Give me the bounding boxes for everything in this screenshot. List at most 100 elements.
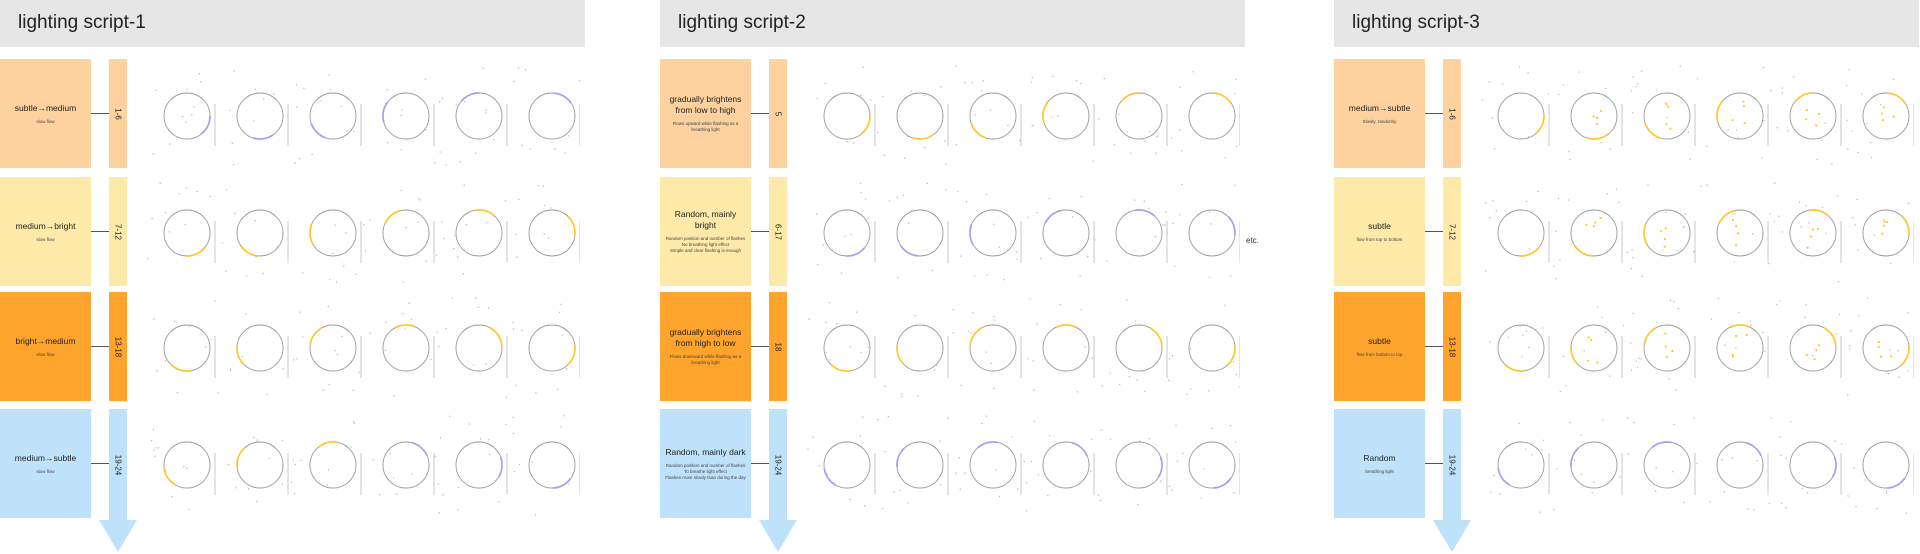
- scatter-dot: [1609, 375, 1611, 377]
- scatter-dot: [859, 435, 862, 437]
- scatter-dot: [1747, 508, 1749, 510]
- scatter-dot: [818, 465, 820, 467]
- scatter-dot: [154, 455, 156, 457]
- lamp-ring: [1789, 209, 1837, 257]
- scatter-dot: [1537, 190, 1539, 193]
- scatter-dot: [578, 79, 580, 82]
- scatter-dot: [531, 461, 533, 464]
- scatter-dot: [1781, 87, 1783, 89]
- scatter-dot: [944, 140, 946, 142]
- lamp-ring: [382, 92, 430, 140]
- lit-arc: [1570, 447, 1579, 468]
- lamp-ring: [1789, 441, 1837, 489]
- scatter-dot: [1106, 260, 1108, 262]
- scatter-dot: [266, 393, 268, 396]
- scatter-dot: [417, 221, 419, 223]
- scatter-dot: [1907, 312, 1909, 314]
- scatter-dot: [176, 391, 179, 394]
- scatter-dot: [947, 417, 949, 419]
- lamp-ring: [309, 209, 357, 257]
- lit-arc: [411, 441, 428, 457]
- scatter-dot: [1601, 316, 1603, 318]
- scatter-dot: [329, 88, 332, 91]
- scatter-dot: [1573, 459, 1576, 462]
- state-label: subtle: [1368, 220, 1391, 231]
- lamp-ring: [236, 92, 284, 140]
- scatter-dot: [1518, 422, 1520, 424]
- flash-dot: [1665, 123, 1668, 126]
- scatter-dot: [395, 493, 398, 495]
- scatter-dot: [836, 322, 838, 325]
- time-range-4: 19-24: [109, 409, 127, 520]
- scatter-dot: [1168, 379, 1170, 382]
- scatter-dot: [960, 384, 962, 387]
- panel-lighting-script-2: lighting script-2 gradually brightens fr…: [660, 0, 1245, 554]
- flash-dot: [1731, 119, 1734, 122]
- lighting-frame: [1178, 71, 1240, 159]
- lamp-ring: [382, 324, 430, 372]
- scatter-dot: [1805, 304, 1807, 306]
- scatter-dot: [850, 233, 853, 236]
- scatter-dot: [535, 392, 537, 394]
- scatter-dot: [1764, 350, 1766, 353]
- scatter-dot: [487, 307, 490, 309]
- flash-dot: [1586, 359, 1590, 362]
- scatter-dot: [1580, 434, 1582, 436]
- state-box-4: medium→subtle slow flow: [0, 409, 91, 518]
- scatter-dot: [335, 281, 338, 283]
- scatter-dot: [424, 78, 427, 80]
- lighting-frame: [369, 189, 445, 283]
- scatter-dot: [468, 423, 471, 425]
- scatter-dot: [1130, 152, 1132, 155]
- scatter-dot: [1502, 83, 1504, 85]
- scatter-dot: [974, 275, 976, 277]
- scatter-dot: [1619, 476, 1621, 478]
- scatter-dot: [1126, 299, 1128, 301]
- lighting-frame: [372, 437, 444, 496]
- scatter-dot: [1076, 391, 1079, 393]
- scatter-dot: [1224, 157, 1226, 159]
- scatter-dot: [1835, 333, 1838, 335]
- lit-arc: [553, 477, 572, 489]
- scatter-dot: [1666, 116, 1668, 119]
- lit-arc: [823, 468, 836, 486]
- scatter-dot: [1632, 312, 1634, 315]
- scatter-dot: [1162, 224, 1164, 226]
- scatter-dot: [1144, 390, 1146, 393]
- flash-dot: [1587, 336, 1590, 339]
- lighting-frame: [1030, 75, 1100, 163]
- scatter-dot: [825, 321, 827, 324]
- scatter-dot: [1732, 213, 1735, 215]
- scatter-dot: [1693, 417, 1695, 419]
- lit-arc: [1157, 456, 1163, 478]
- lighting-frame: [1858, 297, 1914, 378]
- lighting-frame: [1481, 66, 1560, 150]
- scatter-dot: [1632, 112, 1634, 114]
- scatter-dot: [328, 279, 331, 281]
- scatter-dot: [505, 396, 508, 399]
- scatter-dot: [320, 100, 322, 102]
- scatter-dot: [1168, 358, 1171, 360]
- scatter-dot: [1033, 420, 1036, 423]
- scatter-dot: [1098, 118, 1100, 120]
- lamp-ring: [969, 92, 1017, 140]
- scatter-dot: [1735, 347, 1737, 350]
- scatter-dot: [372, 459, 375, 461]
- state-label: medium→bright: [15, 220, 76, 231]
- lighting-frame: [512, 415, 580, 516]
- scatter-dot: [1632, 76, 1634, 78]
- scatter-dot: [547, 237, 550, 240]
- lit-arc: [384, 209, 401, 224]
- lighting-frame: [1852, 198, 1914, 265]
- scatter-dot: [970, 332, 972, 334]
- scatter-dot: [1733, 261, 1736, 263]
- scatter-dot: [1542, 327, 1544, 329]
- scatter-dot: [561, 334, 564, 336]
- scatter-dot: [300, 459, 302, 462]
- scatter-dot: [185, 121, 187, 123]
- scatter-dot: [901, 396, 903, 398]
- scatter-dot: [1007, 124, 1009, 127]
- scatter-dot: [410, 318, 413, 321]
- scatter-dot: [454, 235, 456, 237]
- scatter-dot: [327, 469, 330, 471]
